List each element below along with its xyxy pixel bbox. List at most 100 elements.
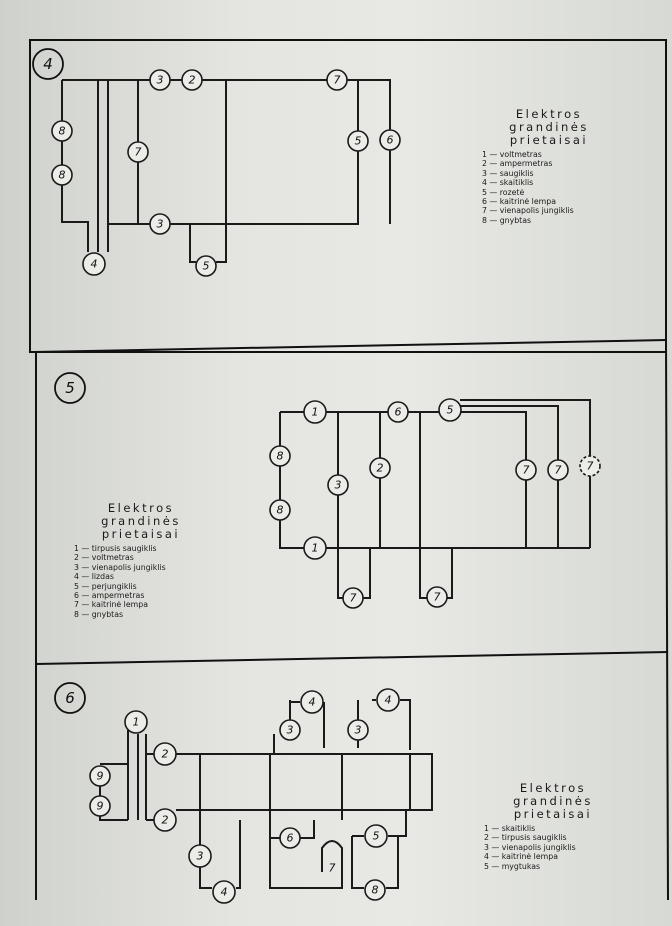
legend-5-title-2: grandinės xyxy=(101,514,181,528)
legend-item: 4 — kaitrinė lempa xyxy=(484,852,558,862)
svg-text:5: 5 xyxy=(373,830,380,843)
d5-node-lamp-a: 7 xyxy=(515,459,537,481)
d5-node-fuse-top: 1 xyxy=(303,400,327,424)
d6-node-switch-c: 3 xyxy=(188,844,212,868)
legend-item: 6 — ampermetras xyxy=(74,591,145,601)
legend-item: 3 — saugiklis xyxy=(482,168,534,178)
legend-item: 7 — kaitrinė lempa xyxy=(74,600,148,610)
legend-item: 5 — rozetė xyxy=(482,187,525,197)
svg-text:2: 2 xyxy=(162,814,169,827)
svg-text:9: 9 xyxy=(97,770,104,783)
d4-node-socket-bottom: 5 xyxy=(195,255,217,277)
svg-text:1: 1 xyxy=(312,542,319,555)
svg-text:9: 9 xyxy=(97,800,104,813)
d6-node-lamp-b: 4 xyxy=(376,688,400,712)
svg-text:7: 7 xyxy=(329,862,336,875)
panel-divider-2 xyxy=(35,651,669,665)
svg-text:4: 4 xyxy=(43,55,53,73)
d4-node-terminal-2: 8 xyxy=(51,164,73,186)
svg-text:3: 3 xyxy=(157,74,164,87)
svg-text:4: 4 xyxy=(91,258,98,271)
d5-node-changeover: 5 xyxy=(438,398,462,422)
svg-text:8: 8 xyxy=(59,125,66,138)
legend-item: 8 — gnybtas xyxy=(482,215,532,225)
legend-4-title-3: prietaisai xyxy=(509,133,589,147)
legend-item: 6 — kaitrinė lempa xyxy=(482,197,556,207)
diagram-4-wires xyxy=(61,79,391,263)
svg-text:4: 4 xyxy=(309,696,316,709)
d6-node-meter: 1 xyxy=(124,710,148,734)
d5-node-lamp-b: 7 xyxy=(547,459,569,481)
d4-node-lamp: 6 xyxy=(379,129,401,151)
d4-node-fuse-top: 3 xyxy=(149,69,171,91)
legend-6-title-1: Elektros xyxy=(519,781,587,795)
d6-node-terminal-1: 9 xyxy=(89,765,111,787)
d6-node-6: 6 xyxy=(279,827,301,849)
legend-item: 2 — voltmetras xyxy=(74,553,134,563)
legend-4-title-2: grandinės xyxy=(509,120,589,134)
svg-text:7: 7 xyxy=(334,74,341,87)
d6-node-button: 5 xyxy=(364,824,388,848)
legend-item: 1 — skaitiklis xyxy=(484,824,536,833)
diagram-5-nodes: 1 6 5 8 2 3 7 7 7 8 1 7 7 xyxy=(269,398,601,609)
svg-text:3: 3 xyxy=(287,724,294,737)
svg-text:3: 3 xyxy=(355,724,362,737)
legend-4-list: 1 — voltmetras 2 — ampermetras 3 — saugi… xyxy=(482,150,624,225)
legend-item: 5 — mygtukas xyxy=(484,861,541,871)
legend-5-title-1: Elektros xyxy=(107,501,175,515)
d6-node-lamp-c: 4 xyxy=(212,880,236,904)
d5-node-lamp-c: 7 xyxy=(579,455,601,477)
svg-text:5: 5 xyxy=(65,379,75,397)
d4-node-meter: 4 xyxy=(82,252,106,276)
svg-text:2: 2 xyxy=(189,74,196,87)
panel-divider-1 xyxy=(33,339,667,353)
svg-text:6: 6 xyxy=(395,406,402,419)
diagram-6-nodes: 1 4 4 3 3 2 9 9 2 6 5 3 7 4 8 xyxy=(89,688,400,904)
legend-5-title-3: prietaisai xyxy=(101,527,181,541)
legend-item: 1 — tirpusis saugiklis xyxy=(74,544,157,553)
d5-node-ammeter: 6 xyxy=(387,401,409,423)
legend-item: 7 — vienapolis jungiklis xyxy=(482,206,574,216)
svg-text:4: 4 xyxy=(221,886,228,899)
legend-item: 8 — gnybtas xyxy=(74,609,124,619)
d5-node-lamp-e: 7 xyxy=(426,586,448,608)
legend-6-list: 1 — skaitiklis 2 — tirpusis saugiklis 3 … xyxy=(484,824,628,871)
svg-text:2: 2 xyxy=(162,748,169,761)
d6-node-8: 8 xyxy=(364,879,386,901)
panel-4-frame xyxy=(29,39,667,353)
d4-node-socket-right: 5 xyxy=(347,130,369,152)
d4-node-fuse-bottom: 3 xyxy=(149,213,171,235)
d4-node-ammeter: 2 xyxy=(181,69,203,91)
diagram-6-wires xyxy=(99,699,433,889)
svg-text:8: 8 xyxy=(372,884,379,897)
section-number-4: 4 xyxy=(32,48,64,80)
legend-item: 3 — vienapolis jungiklis xyxy=(74,562,166,572)
svg-text:7: 7 xyxy=(434,591,441,604)
svg-text:5: 5 xyxy=(447,404,454,417)
d5-node-fuse-bottom: 1 xyxy=(303,536,327,560)
panel-frames xyxy=(29,39,669,901)
legend-item: 4 — lizdas xyxy=(74,572,114,582)
svg-text:3: 3 xyxy=(197,850,204,863)
svg-text:3: 3 xyxy=(335,479,342,492)
legend-item: 2 — tirpusis saugiklis xyxy=(484,833,567,843)
legend-item: 3 — vienapolis jungiklis xyxy=(484,842,576,852)
d5-node-switch: 3 xyxy=(327,474,349,496)
svg-text:2: 2 xyxy=(377,462,384,475)
svg-text:4: 4 xyxy=(385,694,392,707)
legend-6-title-3: prietaisai xyxy=(513,807,593,821)
legend-5-list: 1 — tirpusis saugiklis 2 — voltmetras 3 … xyxy=(74,544,216,619)
d6-node-terminal-2: 9 xyxy=(89,795,111,817)
diagram-4-nodes: 3 2 7 8 8 7 5 6 3 4 5 xyxy=(51,69,401,277)
svg-text:8: 8 xyxy=(59,169,66,182)
svg-text:7: 7 xyxy=(523,464,530,477)
section-number-5: 5 xyxy=(54,372,86,404)
legend-item: 2 — ampermetras xyxy=(482,159,553,169)
d5-node-lamp-d: 7 xyxy=(342,587,364,609)
legend-item: 1 — voltmetras xyxy=(482,150,542,159)
d4-node-terminal-1: 8 xyxy=(51,120,73,142)
svg-text:6: 6 xyxy=(65,689,75,707)
d6-node-switch-b: 3 xyxy=(347,719,369,741)
